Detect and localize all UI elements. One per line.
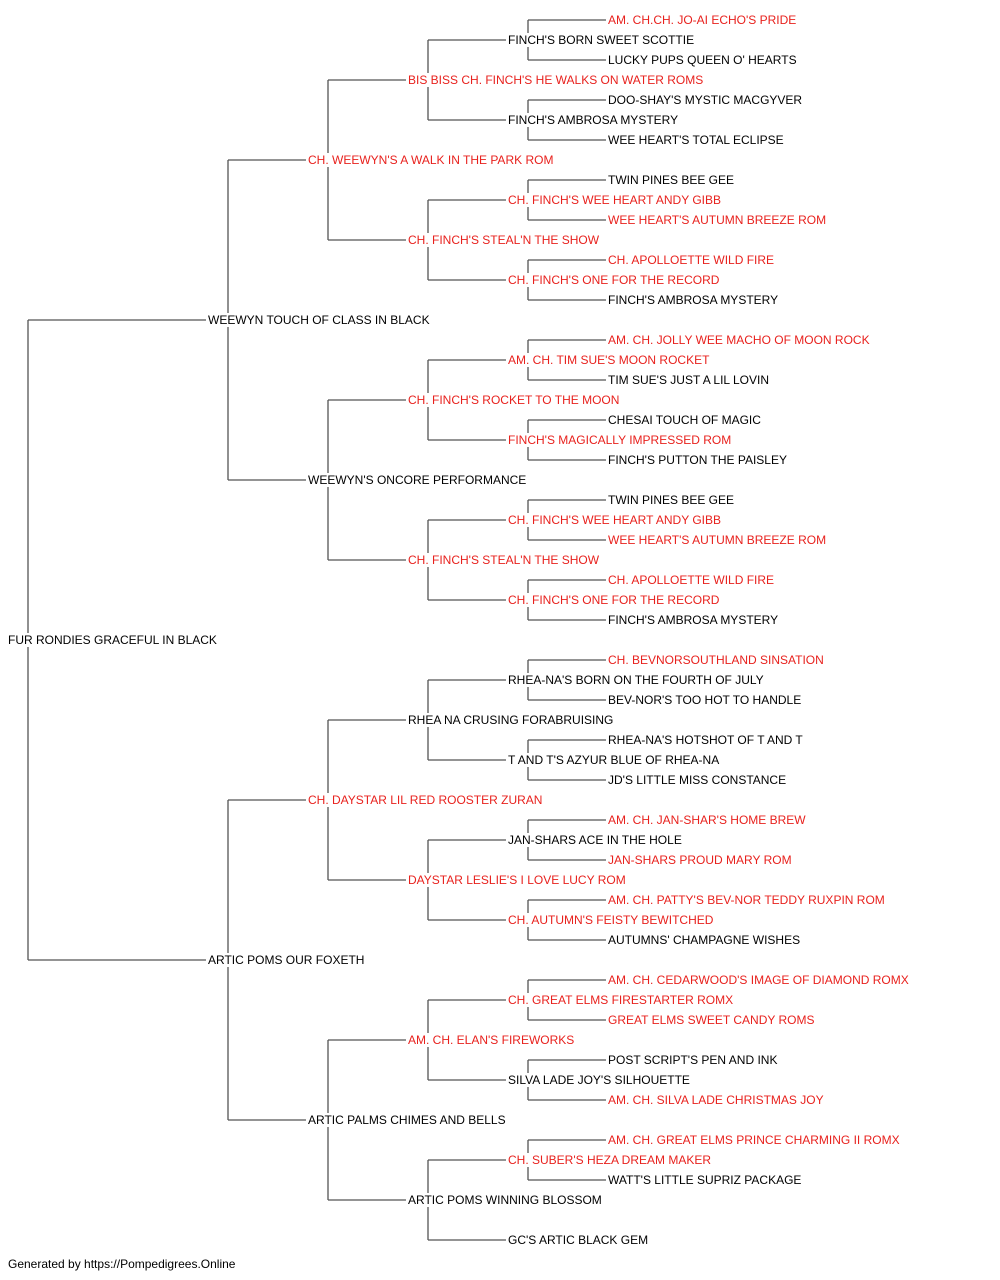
ancestor-gen5: WEE HEART'S TOTAL ECLIPSE — [608, 133, 784, 147]
ancestor-gen5: BEV-NOR'S TOO HOT TO HANDLE — [608, 693, 801, 707]
ancestor-gen3: CH. FINCH'S STEAL'N THE SHOW — [408, 553, 600, 567]
ancestor-gen5: CH. APOLLOETTE WILD FIRE — [608, 573, 774, 587]
ancestor-gen5: AM. CH. JOLLY WEE MACHO OF MOON ROCK — [608, 333, 870, 347]
ancestor-gen3: ARTIC POMS WINNING BLOSSOM — [408, 1193, 602, 1207]
ancestor-gen4: FINCH'S AMBROSA MYSTERY — [508, 113, 678, 127]
ancestor-gen5: TWIN PINES BEE GEE — [608, 173, 734, 187]
ancestor-gen3: BIS BISS CH. FINCH'S HE WALKS ON WATER R… — [408, 73, 703, 87]
ancestor-gen4: CH. FINCH'S WEE HEART ANDY GIBB — [508, 193, 721, 207]
ancestor-gen5: RHEA-NA'S HOTSHOT OF T AND T — [608, 733, 803, 747]
ancestor-gen5: WEE HEART'S AUTUMN BREEZE ROM — [608, 213, 826, 227]
ancestor-gen5: AM. CH. PATTY'S BEV-NOR TEDDY RUXPIN ROM — [608, 893, 885, 907]
ancestor-gen4: CH. FINCH'S WEE HEART ANDY GIBB — [508, 513, 721, 527]
ancestor-gen4: AM. CH. TIM SUE'S MOON ROCKET — [508, 353, 710, 367]
ancestor-gen4: CH. GREAT ELMS FIRESTARTER ROMX — [508, 993, 733, 1007]
ancestor-gen4: CH. SUBER'S HEZA DREAM MAKER — [508, 1153, 711, 1167]
ancestor-gen5: CH. APOLLOETTE WILD FIRE — [608, 253, 774, 267]
ancestor-gen1: ARTIC POMS OUR FOXETH — [208, 953, 364, 967]
ancestor-gen4: CH. FINCH'S ONE FOR THE RECORD — [508, 273, 720, 287]
ancestor-gen5: AM. CH. GREAT ELMS PRINCE CHARMING II RO… — [608, 1133, 900, 1147]
ancestor-gen2: CH. WEEWYN'S A WALK IN THE PARK ROM — [308, 153, 553, 167]
ancestor-gen5: TIM SUE'S JUST A LIL LOVIN — [608, 373, 769, 387]
ancestor-gen4: JAN-SHARS ACE IN THE HOLE — [508, 833, 682, 847]
ancestor-gen0: FUR RONDIES GRACEFUL IN BLACK — [8, 633, 217, 647]
ancestor-gen4: GC'S ARTIC BLACK GEM — [508, 1233, 648, 1247]
ancestor-gen5: FINCH'S AMBROSA MYSTERY — [608, 613, 778, 627]
ancestor-gen4: RHEA-NA'S BORN ON THE FOURTH OF JULY — [508, 673, 764, 687]
ancestor-gen3: RHEA NA CRUSING FORABRUISING — [408, 713, 613, 727]
ancestor-gen5: GREAT ELMS SWEET CANDY ROMS — [608, 1013, 814, 1027]
ancestor-gen5: LUCKY PUPS QUEEN O' HEARTS — [608, 53, 797, 67]
ancestor-gen5: AM. CH.CH. JO-AI ECHO'S PRIDE — [608, 13, 796, 27]
ancestor-gen1: WEEWYN TOUCH OF CLASS IN BLACK — [208, 313, 430, 327]
ancestor-gen2: WEEWYN'S ONCORE PERFORMANCE — [308, 473, 526, 487]
ancestor-gen5: AUTUMNS' CHAMPAGNE WISHES — [608, 933, 800, 947]
ancestor-gen2: CH. DAYSTAR LIL RED ROOSTER ZURAN — [308, 793, 542, 807]
ancestor-gen5: FINCH'S PUTTON THE PAISLEY — [608, 453, 787, 467]
ancestor-gen5: WATT'S LITTLE SUPRIZ PACKAGE — [608, 1173, 801, 1187]
ancestor-gen3: AM. CH. ELAN'S FIREWORKS — [408, 1033, 574, 1047]
ancestor-gen5: POST SCRIPT'S PEN AND INK — [608, 1053, 777, 1067]
ancestor-gen5: AM. CH. JAN-SHAR'S HOME BREW — [608, 813, 806, 827]
ancestor-gen5: AM. CH. SILVA LADE CHRISTMAS JOY — [608, 1093, 824, 1107]
ancestor-gen2: ARTIC PALMS CHIMES AND BELLS — [308, 1113, 506, 1127]
ancestor-gen4: CH. FINCH'S ONE FOR THE RECORD — [508, 593, 720, 607]
ancestor-gen5: JD'S LITTLE MISS CONSTANCE — [608, 773, 786, 787]
ancestor-gen5: FINCH'S AMBROSA MYSTERY — [608, 293, 778, 307]
ancestor-gen4: FINCH'S BORN SWEET SCOTTIE — [508, 33, 694, 47]
generated-by-footer: Generated by https://Pompedigrees.Online — [8, 1257, 236, 1271]
ancestor-gen5: JAN-SHARS PROUD MARY ROM — [608, 853, 792, 867]
ancestor-gen4: SILVA LADE JOY'S SILHOUETTE — [508, 1073, 690, 1087]
ancestor-gen5: WEE HEART'S AUTUMN BREEZE ROM — [608, 533, 826, 547]
ancestor-gen3: DAYSTAR LESLIE'S I LOVE LUCY ROM — [408, 873, 626, 887]
ancestor-gen5: AM. CH. CEDARWOOD'S IMAGE OF DIAMOND ROM… — [608, 973, 909, 987]
ancestor-gen4: FINCH'S MAGICALLY IMPRESSED ROM — [508, 433, 731, 447]
ancestor-gen5: TWIN PINES BEE GEE — [608, 493, 734, 507]
ancestor-gen5: CH. BEVNORSOUTHLAND SINSATION — [608, 653, 824, 667]
ancestor-gen5: CHESAI TOUCH OF MAGIC — [608, 413, 761, 427]
ancestor-gen4: CH. AUTUMN'S FEISTY BEWITCHED — [508, 913, 714, 927]
ancestor-gen4: T AND T'S AZYUR BLUE OF RHEA-NA — [508, 753, 719, 767]
ancestor-gen3: CH. FINCH'S ROCKET TO THE MOON — [408, 393, 619, 407]
ancestor-gen3: CH. FINCH'S STEAL'N THE SHOW — [408, 233, 600, 247]
ancestor-gen5: DOO-SHAY'S MYSTIC MACGYVER — [608, 93, 802, 107]
